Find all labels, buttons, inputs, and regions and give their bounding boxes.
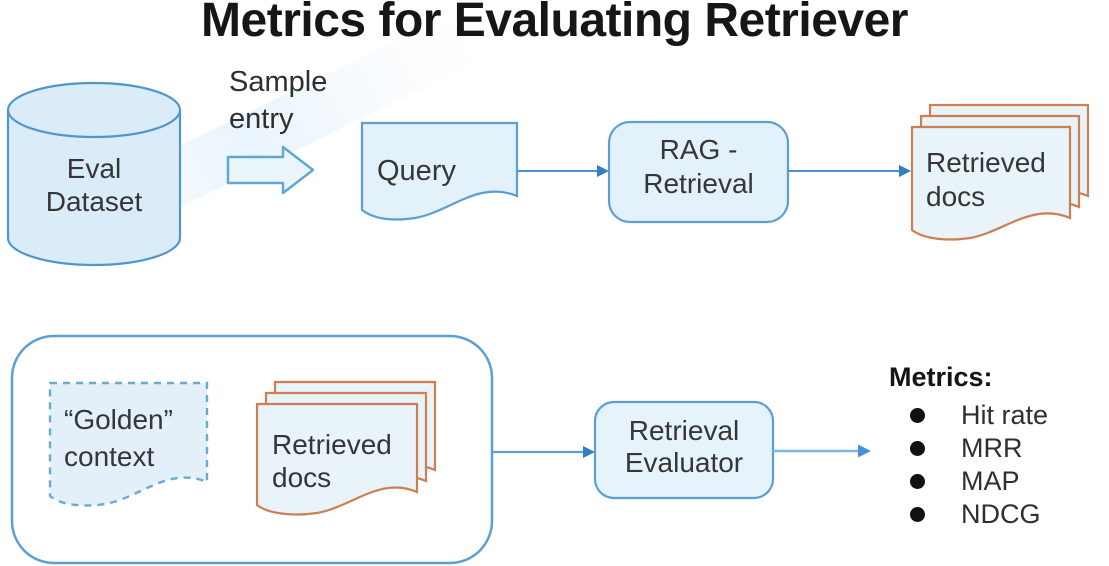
- bullet-dot-icon: [910, 507, 925, 522]
- arrow-evaluator-to-metrics: [773, 444, 871, 458]
- eval-dataset-cylinder-icon: [6, 81, 182, 267]
- retrieved-docs-bottom-line1: Retrieved: [272, 429, 392, 460]
- eval-dataset-label: Eval Dataset: [8, 152, 180, 218]
- metrics-item-label: MRR: [961, 433, 1023, 463]
- metrics-item-ndcg: NDCG: [910, 498, 1048, 531]
- retrieved-docs-label-top: Retrieved docs: [926, 146, 1046, 214]
- page-title: Metrics for Evaluating Retriever: [201, 0, 908, 47]
- retrieval-evaluator-label-line2: Evaluator: [624, 447, 744, 478]
- bullet-dot-icon: [910, 474, 925, 489]
- rag-retrieval-label: RAG - Retrieval: [609, 133, 788, 201]
- bullet-dot-icon: [910, 441, 925, 456]
- arrow-context-to-evaluator: [492, 446, 595, 458]
- metrics-item-mrr: MRR: [910, 432, 1048, 465]
- metrics-item-label: Hit rate: [961, 400, 1049, 430]
- sample-entry-label: Sample entry: [229, 64, 327, 138]
- metrics-heading: Metrics:: [889, 362, 993, 392]
- eval-dataset-label-line2: Dataset: [45, 186, 143, 217]
- sample-entry-label-line2: entry: [229, 103, 294, 135]
- golden-context-label: “Golden” context: [64, 401, 173, 475]
- retrieved-docs-label-bottom: Retrieved docs: [272, 428, 392, 494]
- metrics-item-label: MAP: [961, 466, 1020, 496]
- golden-context-label-line2: context: [64, 441, 155, 472]
- retrieved-docs-stack-icon-top: [910, 103, 1090, 241]
- retrieval-evaluator-label-line1: Retrieval: [628, 415, 740, 446]
- golden-context-label-line1: “Golden”: [64, 404, 173, 435]
- eval-dataset-label-line1: Eval: [66, 153, 122, 184]
- bullet-dot-icon: [910, 408, 925, 423]
- sample-entry-label-line1: Sample: [229, 66, 328, 98]
- arrow-query-to-rag: [517, 165, 609, 177]
- golden-context-document-icon: [48, 381, 209, 507]
- rag-retrieval-label-line1: RAG -: [659, 134, 738, 165]
- retrieved-docs-bottom-line2: docs: [272, 462, 332, 493]
- rag-retrieval-label-line2: Retrieval: [643, 168, 754, 199]
- metrics-item-hit-rate: Hit rate: [910, 399, 1048, 432]
- metrics-item-map: MAP: [910, 465, 1048, 498]
- retrieved-docs-top-line2: docs: [926, 181, 986, 212]
- retrieved-docs-top-line1: Retrieved: [926, 147, 1046, 178]
- retrieved-docs-stack-icon-bottom: [255, 380, 437, 516]
- metrics-item-label: NDCG: [961, 499, 1041, 529]
- sample-entry-block-arrow-icon: [226, 145, 315, 195]
- arrow-rag-to-docs: [788, 165, 911, 177]
- query-label: Query: [377, 155, 456, 187]
- retrieval-evaluator-label: Retrieval Evaluator: [595, 415, 773, 479]
- metrics-list: Hit rate MRR MAP NDCG: [910, 399, 1048, 531]
- query-document-icon: [360, 121, 519, 221]
